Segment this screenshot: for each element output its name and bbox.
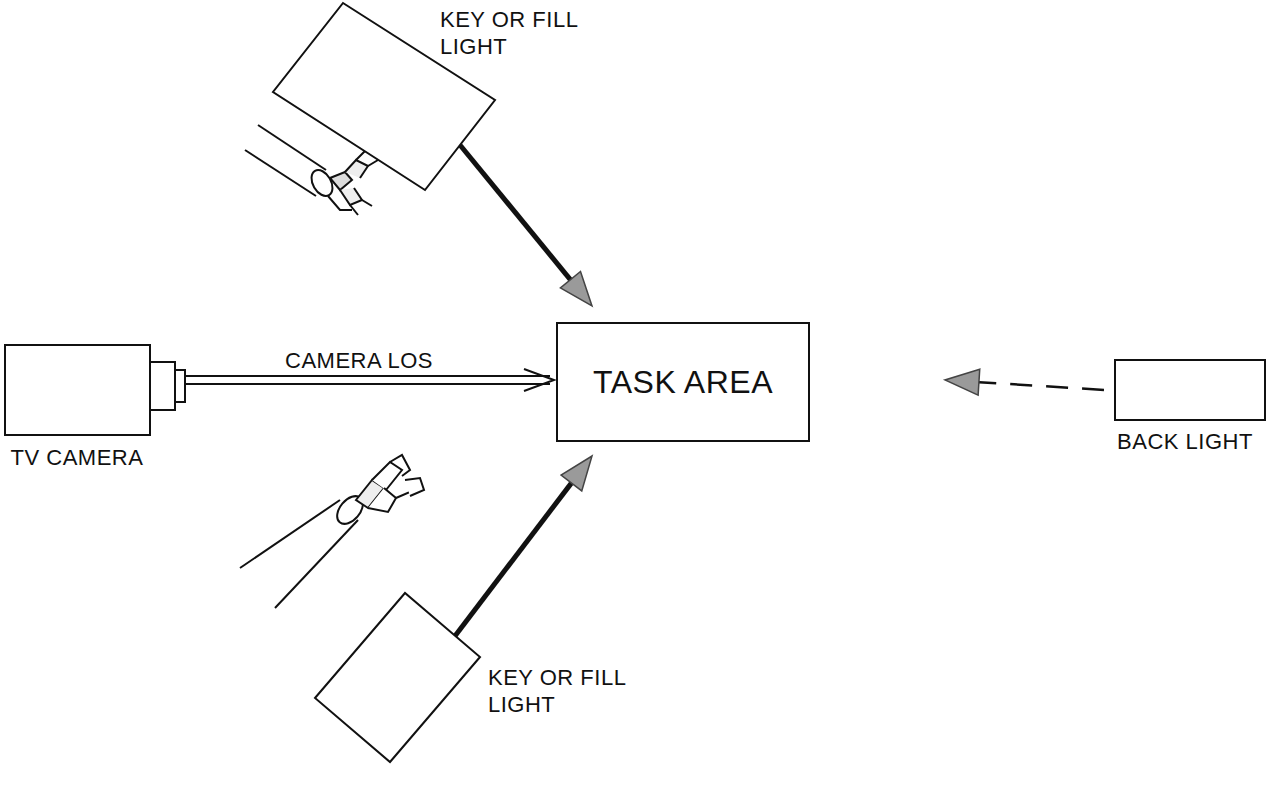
node-label: TV CAMERA [4, 444, 150, 471]
task-area-box: TASK AREA [556, 322, 810, 442]
line-of-sight [185, 375, 550, 377]
node-label: TASK AREA [558, 363, 808, 401]
connector-arrow [455, 456, 592, 636]
light-ray [455, 480, 574, 636]
outline-rect [150, 362, 175, 410]
arrow-head [560, 271, 592, 306]
arrow-head [524, 369, 554, 391]
outline-rect [1115, 360, 1265, 420]
light-ray [975, 382, 1104, 390]
edge-label: CAMERA LOS [282, 348, 436, 374]
light-outline [315, 593, 480, 762]
light-box: KEY OR FILL LIGHT [310, 588, 650, 768]
line-of-sight [185, 383, 550, 385]
outline-rect [175, 370, 185, 402]
node-label: KEY OR FILL LIGHT [488, 664, 648, 718]
connector-arrow [945, 369, 1104, 395]
arrow-head [561, 456, 592, 491]
node-label: BACK LIGHT [1092, 428, 1278, 455]
arrow-head [945, 369, 980, 395]
light-box: KEY OR FILL LIGHT [268, 0, 638, 196]
connector-arrow [460, 145, 592, 306]
light-ray [460, 145, 573, 283]
camera-box: TV CAMERA [4, 344, 188, 504]
manipulator-arm [240, 455, 424, 608]
node-label: KEY OR FILL LIGHT [440, 6, 600, 60]
outline-rect [5, 345, 150, 435]
light-box: BACK LIGHT [1092, 358, 1278, 462]
box-outline [4, 344, 188, 504]
